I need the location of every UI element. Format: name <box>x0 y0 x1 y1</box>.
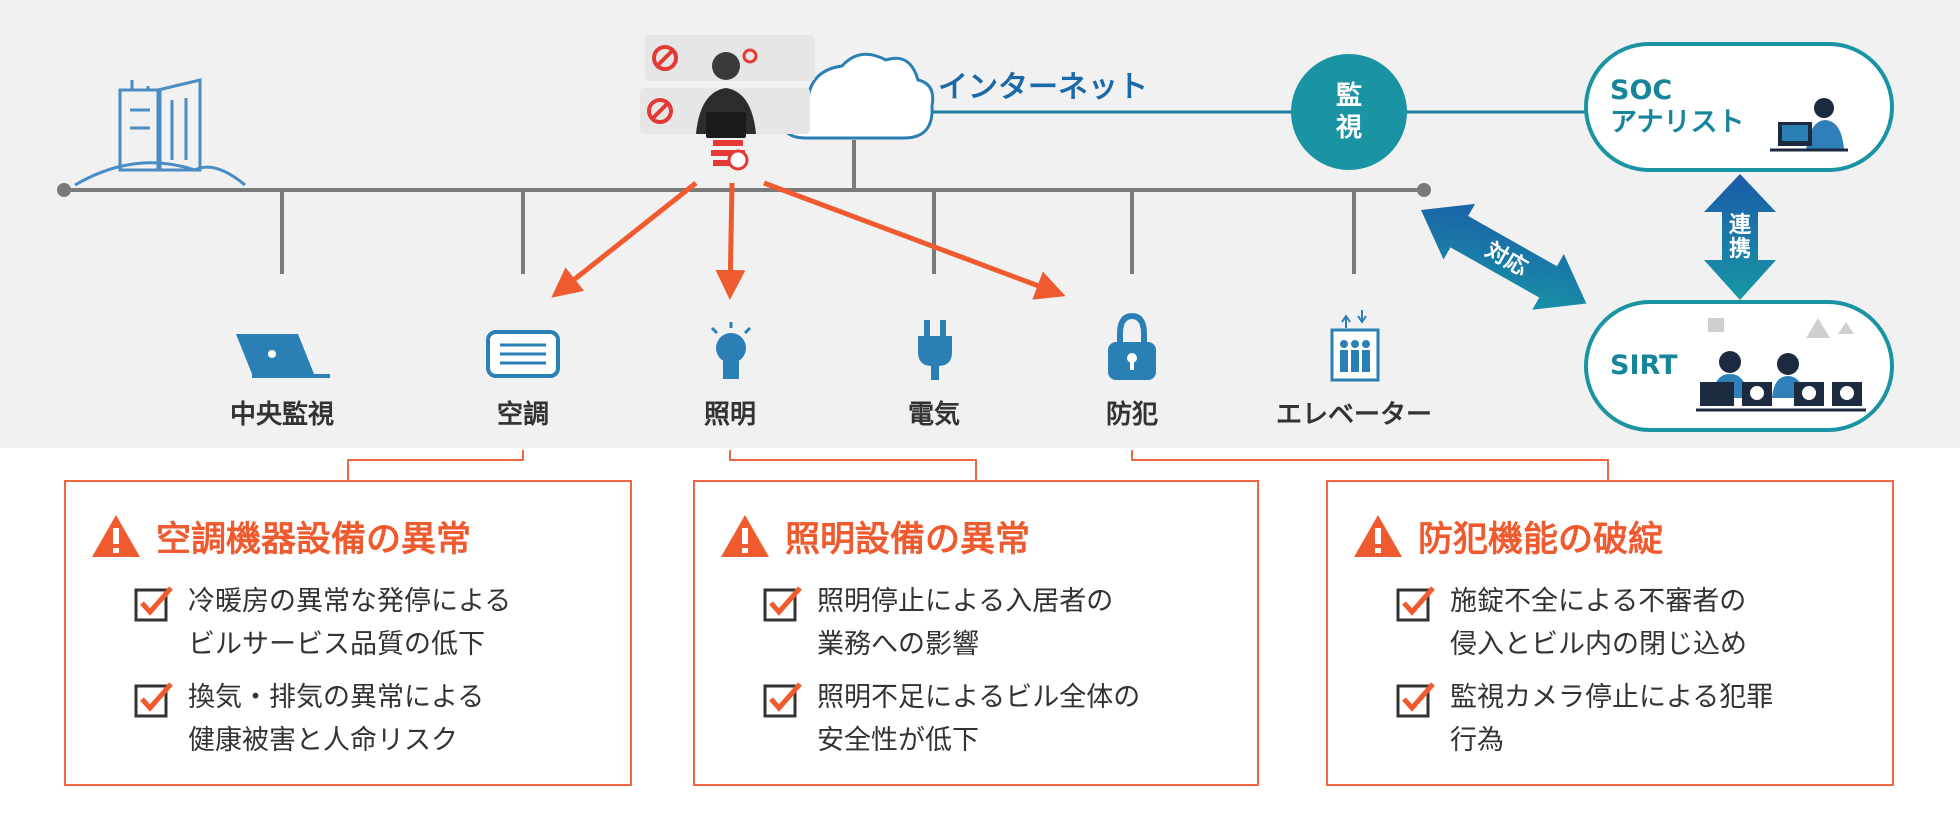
risk-item: 冷暖房の異常な発停による ビルサービス品質の低下 <box>134 580 511 666</box>
checkbox-checked-icon <box>1396 682 1435 718</box>
risk-box-lighting: 照明設備の異常 照明停止による入居者の 業務への影響 照明不足によるビル全体の … <box>693 480 1259 786</box>
soc-label: SOC アナリスト <box>1610 75 1745 138</box>
link-arrow <box>1704 174 1776 300</box>
risk-item: 照明停止による入居者の 業務への影響 <box>763 580 1113 666</box>
risk-item: 施錠不全による不審者の 侵入とビル内の閉じ込め <box>1396 580 1747 666</box>
risk-item-text: 施錠不全による不審者の 侵入とビル内の閉じ込め <box>1450 586 1747 660</box>
hacker-icon <box>640 35 815 171</box>
warning-icon <box>721 515 769 557</box>
checkbox-checked-icon <box>1396 586 1435 622</box>
sirt-team-icon <box>1696 318 1866 412</box>
building-icon <box>74 78 246 187</box>
risk-box-title-text: 防犯機能の破綻 <box>1418 519 1664 560</box>
risk-item-text: 換気・排気の異常による 健康被害と人命リスク <box>188 682 485 756</box>
network-backbone <box>64 140 1424 274</box>
risk-box-title: 防犯機能の破綻 <box>1352 508 1663 564</box>
checkbox-checked-icon <box>763 682 802 718</box>
light-bulb-icon <box>710 322 752 379</box>
risk-item-text: 冷暖房の異常な発停による ビルサービス品質の低下 <box>188 586 512 660</box>
system-label-electric: 電気 <box>907 400 961 430</box>
backbone-end-right <box>1417 183 1431 197</box>
system-label-lighting: 照明 <box>703 400 757 430</box>
checkbox-checked-icon <box>134 586 173 622</box>
monitor-circle <box>1291 54 1407 170</box>
risk-item-text: 照明不足によるビル全体の 安全性が低下 <box>817 682 1141 756</box>
elevator-icon <box>1330 310 1380 382</box>
risk-item: 換気・排気の異常による 健康被害と人命リスク <box>134 676 484 762</box>
system-label-central: 中央監視 <box>229 400 335 430</box>
response-arrow <box>1421 203 1587 310</box>
risk-item: 照明不足によるビル全体の 安全性が低下 <box>763 676 1140 762</box>
sirt-label: SIRT <box>1610 350 1678 381</box>
padlock-icon <box>1108 312 1156 380</box>
risk-box-title-text: 照明設備の異常 <box>785 519 1031 560</box>
link-label: 連携 <box>1729 213 1752 262</box>
internet-label: インターネット <box>938 70 1148 105</box>
risk-box-security: 防犯機能の破綻 施錠不全による不審者の 侵入とビル内の閉じ込め 監視カメラ停止に… <box>1326 480 1894 786</box>
risk-item: 監視カメラ停止による犯罪 行為 <box>1396 676 1773 762</box>
attack-arrows <box>551 180 1066 300</box>
warning-icon <box>92 515 140 557</box>
system-label-elevator: エレベーター <box>1275 400 1433 430</box>
analyst-icon <box>1770 98 1848 152</box>
system-label-hvac: 空調 <box>496 400 550 430</box>
monitor-label: 監視 <box>1335 81 1362 143</box>
risk-box-hvac: 空調機器設備の異常 冷暖房の異常な発停による ビルサービス品質の低下 換気・排気… <box>64 480 632 786</box>
air-conditioner-icon <box>486 330 560 378</box>
risk-box-title: 照明設備の異常 <box>719 508 1030 564</box>
checkbox-checked-icon <box>134 682 173 718</box>
laptop-icon <box>236 334 330 378</box>
risk-item-text: 照明停止による入居者の 業務への影響 <box>817 586 1114 660</box>
risk-box-title: 空調機器設備の異常 <box>90 508 471 564</box>
risk-item-text: 監視カメラ停止による犯罪 行為 <box>1450 682 1774 756</box>
box-connectors <box>347 450 1609 480</box>
warning-icon <box>1354 515 1402 557</box>
risk-box-title-text: 空調機器設備の異常 <box>156 519 472 560</box>
power-plug-icon <box>918 320 952 380</box>
system-label-security: 防犯 <box>1105 400 1159 430</box>
checkbox-checked-icon <box>763 586 802 622</box>
backbone-end-left <box>57 183 71 197</box>
